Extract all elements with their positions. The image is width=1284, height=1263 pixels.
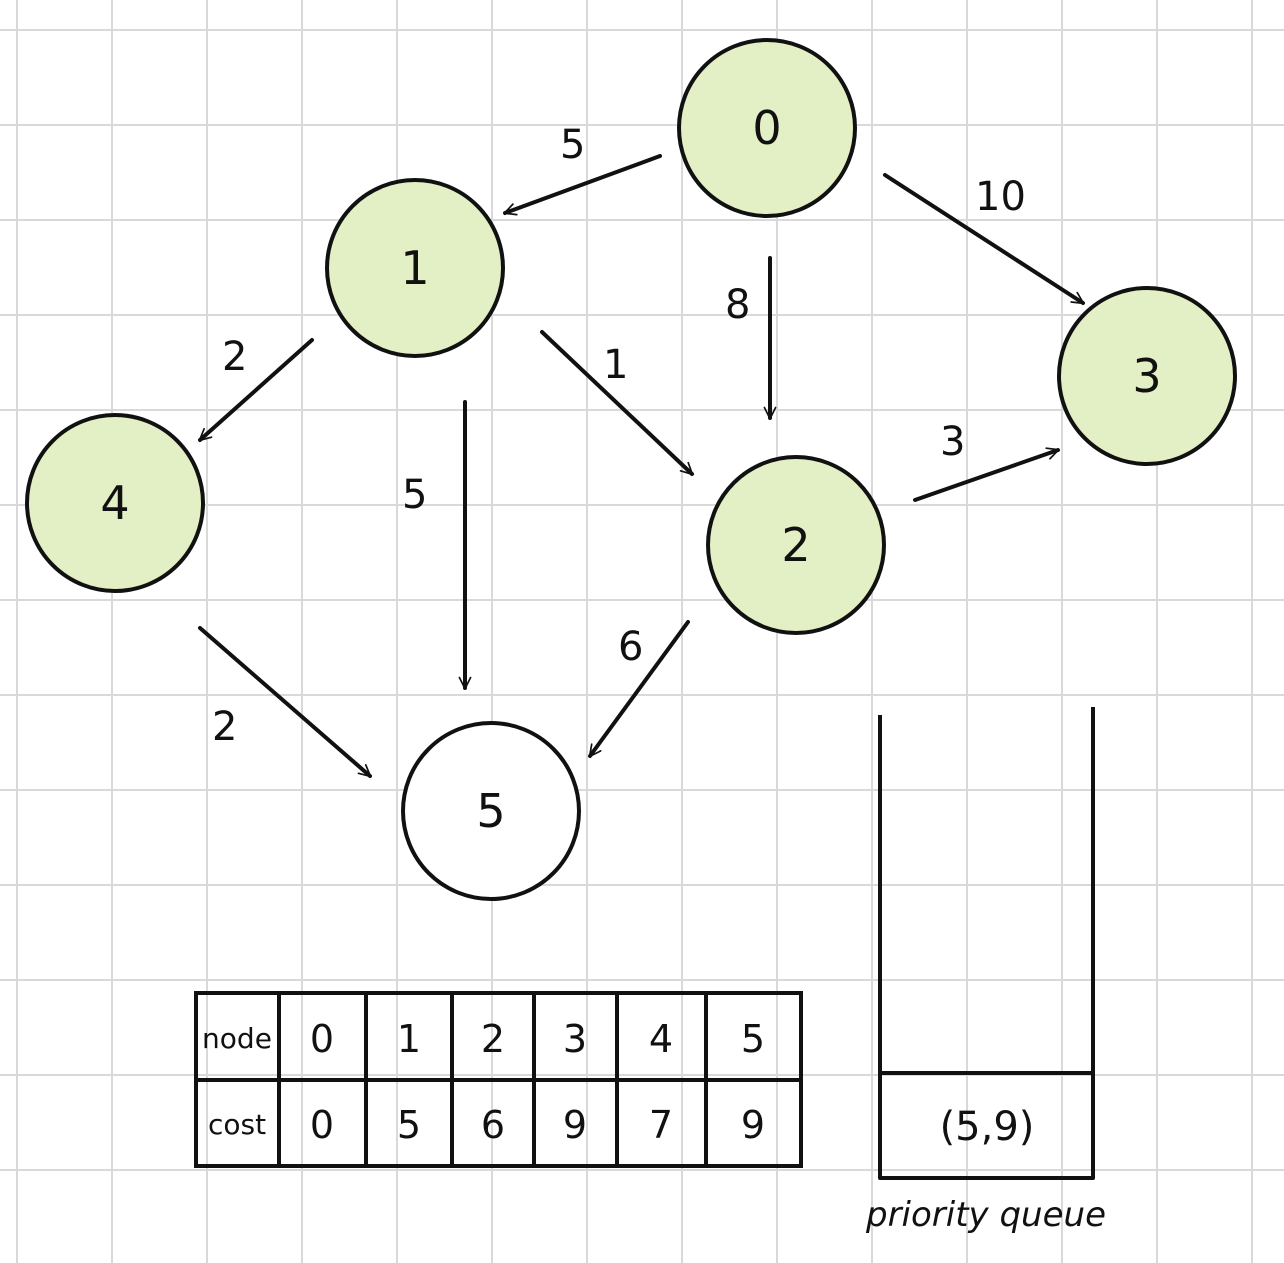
table-node-cell: 0 (310, 1017, 334, 1061)
edge-label-4-5: 2 (212, 704, 237, 750)
table-cost-cell: 0 (310, 1103, 334, 1147)
edge-label-0-1: 5 (560, 122, 585, 168)
node-2: 2 (706, 455, 886, 635)
node-4: 4 (25, 413, 205, 593)
pq-item: (5,9) (940, 1104, 1035, 1150)
node-1: 1 (325, 178, 505, 358)
table-cost-cell: 7 (649, 1103, 673, 1147)
edge-4-5 (198, 626, 372, 778)
table-node-cell: 3 (563, 1017, 587, 1061)
edge-label-1-5: 5 (402, 472, 427, 518)
node-label-3: 3 (1132, 349, 1161, 403)
priority-queue: (5,9) priority queue (865, 707, 1106, 1235)
table-cost-cell: 6 (481, 1103, 505, 1147)
edge-label-0-3: 10 (975, 174, 1026, 220)
edge-0-3 (883, 173, 1085, 305)
edges-layer: 5 8 10 2 1 5 3 6 2 (198, 122, 1085, 778)
node-3: 3 (1057, 286, 1237, 466)
cost-table: node cost 0 1 2 3 4 5 0 5 6 9 7 9 (194, 991, 803, 1168)
row-header-cost: cost (208, 1108, 266, 1141)
node-label-5: 5 (476, 784, 505, 838)
edge-label-2-3: 3 (940, 419, 965, 465)
node-label-1: 1 (400, 241, 429, 295)
node-label-2: 2 (781, 518, 810, 572)
node-0: 0 (677, 38, 857, 218)
edge-label-1-4: 2 (222, 334, 247, 380)
node-label-0: 0 (752, 101, 781, 155)
edge-1-4 (198, 338, 314, 442)
edge-label-1-2: 1 (603, 342, 628, 388)
edge-0-1 (503, 154, 662, 216)
edge-label-2-5: 6 (618, 624, 643, 670)
pq-container (878, 707, 1095, 1180)
table-cost-cell: 9 (563, 1103, 587, 1147)
table-node-cell: 5 (741, 1017, 765, 1061)
edge-2-5 (588, 620, 690, 758)
pq-caption: priority queue (865, 1195, 1106, 1235)
edge-2-3 (913, 447, 1060, 502)
row-header-node: node (202, 1022, 272, 1055)
node-5: 5 (401, 721, 581, 901)
nodes-layer: 0 1 2 3 4 5 (25, 38, 1237, 901)
table-cost-cell: 5 (397, 1103, 421, 1147)
table-node-cell: 1 (397, 1017, 421, 1061)
node-label-4: 4 (100, 476, 129, 530)
table-node-cell: 4 (649, 1017, 673, 1061)
table-node-cell: 2 (481, 1017, 505, 1061)
edge-label-0-2: 8 (725, 282, 750, 328)
edge-1-2 (540, 330, 694, 476)
table-cost-cell: 9 (741, 1103, 765, 1147)
